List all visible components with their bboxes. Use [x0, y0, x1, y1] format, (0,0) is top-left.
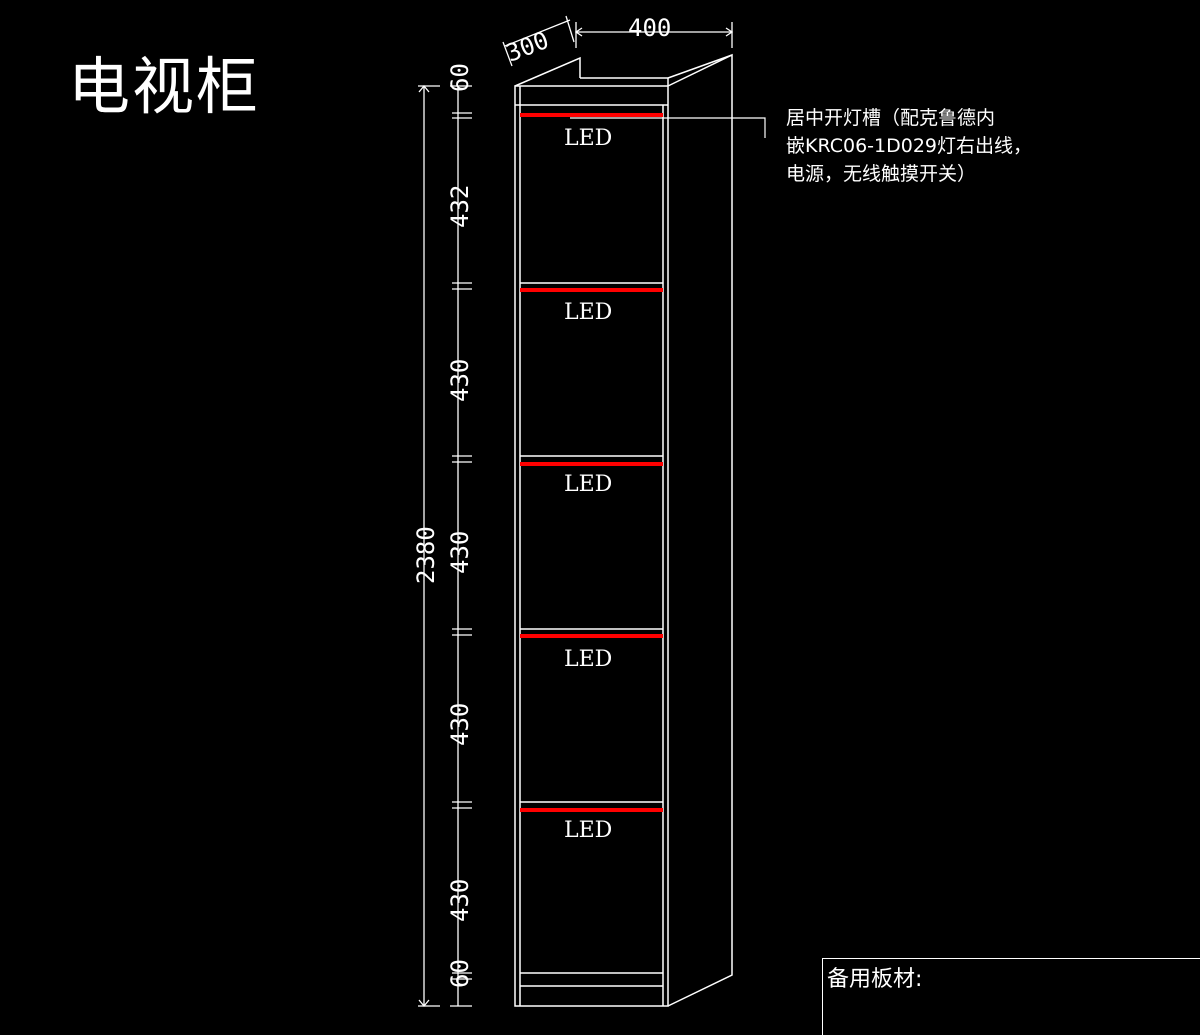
segment-dimension: [450, 85, 472, 1007]
dim-segment-5: 430: [446, 879, 474, 922]
top-left-edge: [514, 56, 581, 87]
dim-total-height: 2380: [412, 526, 440, 584]
dim-segment-4: 430: [446, 703, 474, 746]
led-label-3: LED: [564, 472, 612, 497]
led-label-1: LED: [564, 126, 612, 151]
led-label-2: LED: [564, 300, 612, 325]
dim-width: 400: [628, 14, 671, 42]
top-side-edge: [667, 54, 733, 79]
materials-box: 备用板材:: [822, 958, 1200, 1035]
dim-depth: 300: [502, 26, 553, 68]
led-note-line-3: 电源，无线触摸开关）: [786, 163, 977, 185]
led-strips: [520, 113, 663, 812]
led-note: 居中开灯槽（配克鲁德内 嵌KRC06-1D029灯右出线， 电源，无线触摸开关）: [786, 104, 1032, 188]
side-panel: [667, 53, 733, 1007]
total-height-dimension: [418, 84, 440, 1008]
materials-label: 备用板材:: [827, 967, 923, 992]
led-note-line-1: 居中开灯槽（配克鲁德内: [786, 107, 996, 129]
led-label-5: LED: [564, 818, 612, 843]
depth-dimension: [502, 15, 575, 67]
note-leader-line: [570, 117, 766, 138]
dim-segment-3: 430: [446, 531, 474, 574]
dim-segment-1: 432: [446, 185, 474, 228]
drawing-title: 电视柜: [68, 50, 261, 123]
dim-segment-2: 430: [446, 359, 474, 402]
width-dimension: [574, 22, 734, 48]
led-label-4: LED: [564, 647, 612, 672]
cabinet-outline: [514, 53, 733, 1007]
dim-segment-bottom: 60: [446, 959, 474, 988]
dim-segment-top: 60: [446, 63, 474, 92]
cabinet-front: [514, 85, 669, 1007]
led-note-line-2: 嵌KRC06-1D029灯右出线，: [786, 135, 1032, 157]
